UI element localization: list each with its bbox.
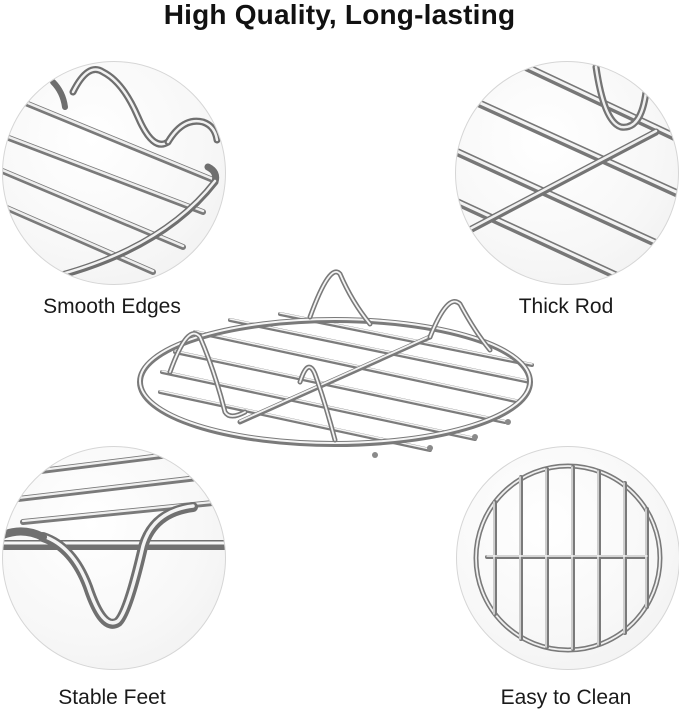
feature-label-stable-feet: Stable Feet <box>58 686 166 709</box>
feature-label-thick-rod: Thick Rod <box>518 295 614 318</box>
round-cooking-rack-image <box>130 262 550 467</box>
easy-to-clean-detail-image <box>456 446 679 670</box>
stable-feet-detail-image <box>2 446 226 670</box>
thick-rod-detail-image <box>455 61 679 285</box>
smooth-edges-detail-image <box>2 61 226 285</box>
page-title: High Quality, Long-lasting <box>163 0 516 30</box>
feature-label-easy-to-clean: Easy to Clean <box>500 686 632 709</box>
feature-label-smooth-edges: Smooth Edges <box>43 295 181 318</box>
